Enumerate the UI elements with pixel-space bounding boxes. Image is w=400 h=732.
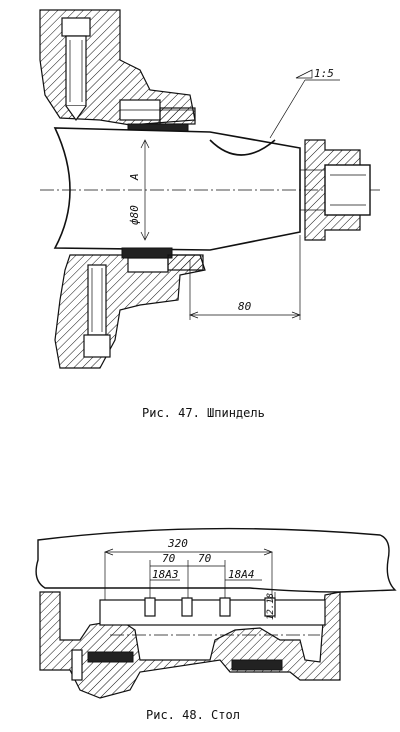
table-top-outline (35, 527, 397, 593)
slot-right-label: 18A4 (228, 568, 255, 581)
upper-bearings (119, 99, 196, 135)
taper-symbol (295, 69, 313, 79)
left-clamp (71, 649, 83, 681)
lower-bolt (83, 264, 111, 358)
pitch-right-label: 70 (198, 552, 212, 565)
spindle-recess (209, 139, 276, 156)
taper-leader (269, 79, 306, 139)
upper-bolt (61, 17, 91, 122)
lower-bearings (121, 247, 204, 273)
depth-label: 12.18 (266, 593, 276, 620)
length-label: 80 (238, 300, 252, 313)
diameter-label: ф80 (128, 205, 141, 225)
right-guide (231, 659, 283, 671)
figure-47-caption: Рис. 47. Шпиндель (142, 406, 265, 420)
spindle-drawing: ф80 A 1:5 80 (39, 9, 380, 369)
table-drawing: 320 70 70 18A3 18A4 12.18 (35, 527, 397, 699)
overall-dim-label: 320 (167, 537, 188, 550)
section-mark-label: A (128, 173, 141, 181)
left-guide (87, 651, 134, 663)
slot-left-label: 18A3 (152, 568, 179, 581)
spindle-nose-nut (300, 139, 371, 241)
figure-48-caption: Рис. 48. Стол (146, 708, 240, 722)
spindle-shaft (53, 127, 301, 251)
tslot-band (99, 599, 326, 626)
taper-label: 1:5 (314, 67, 334, 80)
pitch-left-label: 70 (162, 552, 176, 565)
